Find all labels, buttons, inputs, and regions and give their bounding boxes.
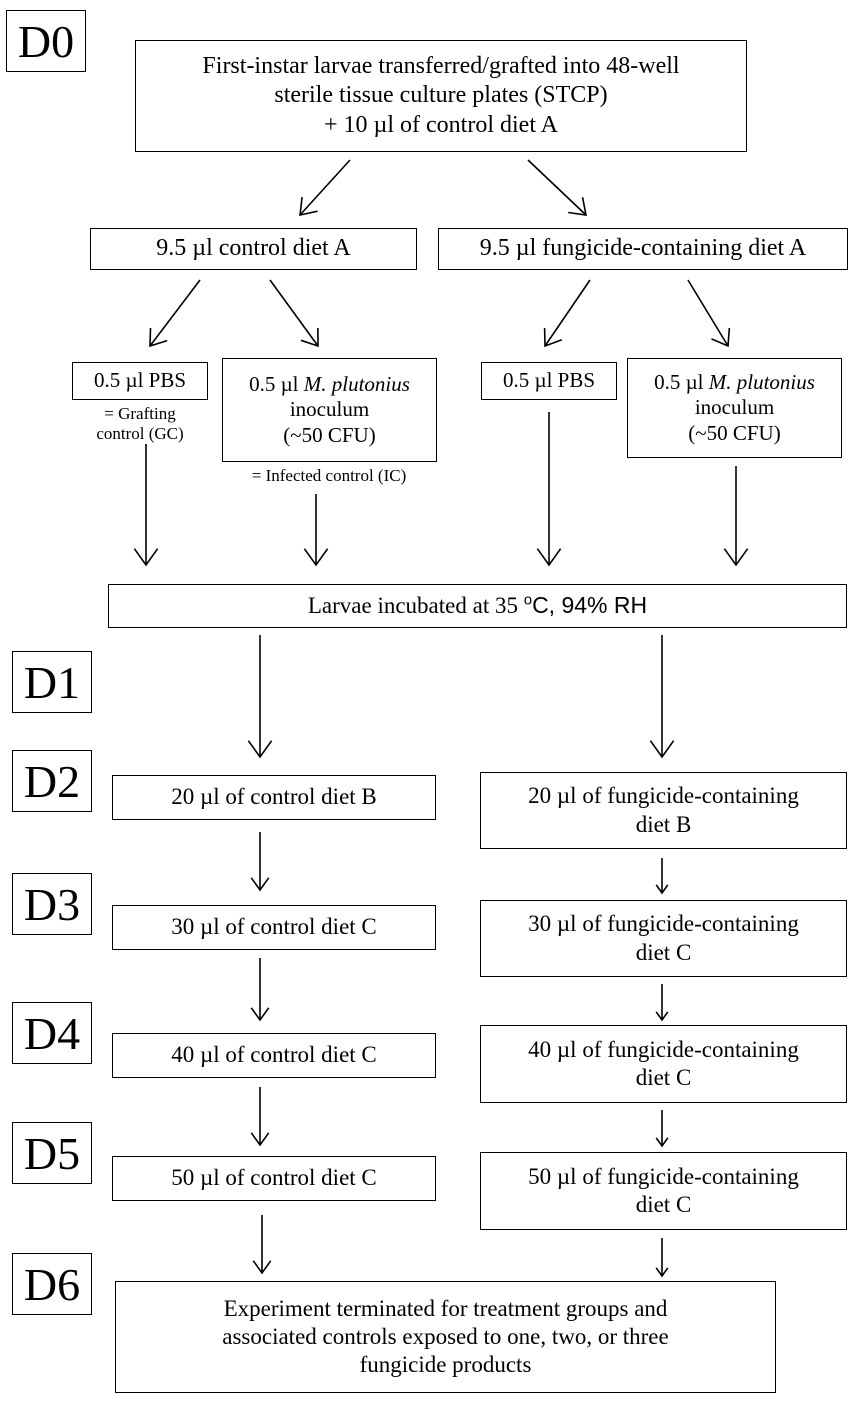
fungicide-diet-a-label: 9.5 µl fungicide-containing diet A [479,235,807,262]
arrow-d4-to-d5-left [250,1087,270,1147]
pbs-left-label: 0.5 µl PBS [93,368,187,393]
day-label-d5: D5 [12,1122,92,1184]
control-diet-c-d4-box: 40 µl of control diet C [112,1033,436,1078]
arrow-control-to-pbs [149,279,201,348]
fungicide-diet-b-d2-line-1: 20 µl of fungicide-containing [528,783,799,809]
arrow-d4-to-d5-right [655,1110,669,1148]
fungicide-diet-c-d3-line-1: 30 µl of fungicide-containing [528,911,799,937]
mp-inoculum-right-line-1: 0.5 µl M. plutonius [654,369,815,394]
termination-box: Experiment terminated for treatment grou… [115,1281,776,1393]
fungicide-diet-c-d5-box: 50 µl of fungicide-containing diet C [480,1152,847,1230]
fungicide-diet-c-d4-line-1: 40 µl of fungicide-containing [528,1036,799,1062]
fungicide-diet-c-d4-line-2: diet C [635,1065,692,1090]
mp-inoculum-right-line-3: (~50 CFU) [688,420,781,445]
grafting-step-line-3: + 10 µl of control diet A [324,111,558,138]
arrow-incubation-to-d2-left [247,635,273,759]
fungicide-diet-a-box: 9.5 µl fungicide-containing diet A [438,228,848,270]
grafting-step-line-1: First-instar larvae transferred/grafted … [202,53,680,80]
arrow-mp-right-to-incubation [723,466,749,567]
arrow-control-to-mp [269,279,319,348]
arrow-d2-to-d3-right [655,858,669,895]
mp-inoculum-left-box: 0.5 µl M. plutonius inoculum (~50 CFU) [222,358,437,462]
day-label-d1: D1 [12,651,92,713]
grafting-control-note-line-2: control (GC) [96,424,184,444]
fungicide-diet-b-d2-line-2: diet B [635,811,692,837]
day-label-d4: D4 [12,1002,92,1064]
arrow-d3-to-d4-left [250,958,270,1022]
arrow-d5-to-d6-right [655,1238,669,1278]
day-label-d2: D2 [12,750,92,812]
control-diet-b-d2-box: 20 µl of control diet B [112,775,436,820]
control-diet-c-d3-box: 30 µl of control diet C [112,905,436,950]
grafting-step-box: First-instar larvae transferred/grafted … [135,40,747,152]
control-diet-b-d2-label: 20 µl of control diet B [171,784,377,810]
arrow-fungicide-to-pbs [543,279,591,348]
incubation-label: Larvae incubated at 35 oC, 94% RH [307,591,648,619]
day-label-d0: D0 [6,10,86,72]
incubation-box: Larvae incubated at 35 oC, 94% RH [108,584,847,628]
control-diet-c-d5-box: 50 µl of control diet C [112,1156,436,1201]
mp-inoculum-right-line-2: inoculum [694,395,775,420]
fungicide-diet-c-d3-line-2: diet C [635,939,692,965]
arrow-top-to-fungicide [527,159,587,216]
arrow-pbs-left-to-incubation [133,444,159,567]
day-label-d3: D3 [12,873,92,935]
control-diet-a-box: 9.5 µl control diet A [90,228,417,270]
pbs-left-box: 0.5 µl PBS [72,362,208,400]
fungicide-diet-b-d2-box: 20 µl of fungicide-containing diet B [480,772,847,849]
grafting-step-line-2: sterile tissue culture plates (STCP) [274,82,608,109]
fungicide-diet-c-d5-line-2: diet C [635,1192,692,1217]
mp-inoculum-left-line-1: 0.5 µl M. plutonius [249,371,410,396]
arrow-fungicide-to-mp [687,279,731,348]
pbs-right-box: 0.5 µl PBS [481,362,617,400]
arrow-top-to-control [299,159,351,217]
termination-line-2: associated controls exposed to one, two,… [222,1323,669,1349]
pbs-right-label: 0.5 µl PBS [502,368,596,393]
mp-inoculum-right-box: 0.5 µl M. plutonius inoculum (~50 CFU) [627,358,842,458]
mp-inoculum-left-line-3: (~50 CFU) [283,422,376,447]
infected-control-note: = Infected control (IC) [251,466,407,485]
fungicide-diet-c-d5-line-1: 50 µl of fungicide-containing [528,1163,799,1189]
grafting-control-note-line-1: = Grafting [104,404,176,423]
day-label-d6: D6 [12,1253,92,1315]
arrow-d5-to-d6-left [252,1215,272,1275]
control-diet-c-d4-label: 40 µl of control diet C [171,1042,377,1068]
termination-line-3: fungicide products [359,1352,532,1378]
fungicide-diet-c-d3-box: 30 µl of fungicide-containing diet C [480,900,847,977]
arrow-mp-left-to-incubation [303,494,329,567]
control-diet-c-d3-label: 30 µl of control diet C [171,914,377,940]
arrow-d2-to-d3-left [250,832,270,892]
fungicide-diet-c-d4-box: 40 µl of fungicide-containing diet C [480,1025,847,1103]
control-diet-a-label: 9.5 µl control diet A [156,235,351,262]
control-diet-c-d5-label: 50 µl of control diet C [171,1165,377,1191]
arrow-d3-to-d4-right [655,984,669,1022]
mp-inoculum-left-line-2: inoculum [289,397,370,422]
termination-line-1: Experiment terminated for treatment grou… [223,1295,668,1321]
grafting-control-note: = Grafting control (GC) [72,404,208,445]
arrow-pbs-right-to-incubation [536,412,562,567]
arrow-incubation-to-d2-right [649,635,675,759]
